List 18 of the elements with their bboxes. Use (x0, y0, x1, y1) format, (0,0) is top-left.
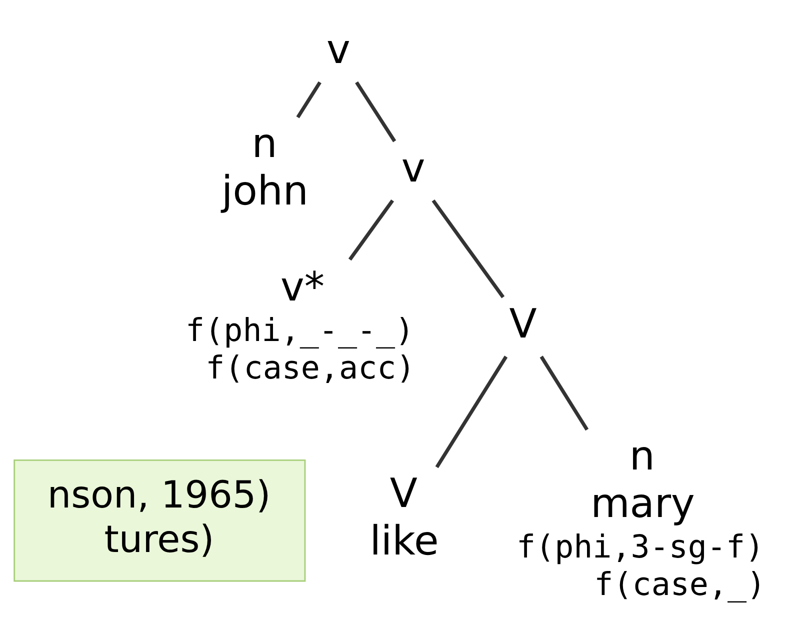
connector (435, 356, 508, 468)
connector (355, 81, 396, 142)
node-text: V like (370, 470, 439, 564)
connector (348, 199, 394, 261)
node-box: nson, 1965) tures) (14, 459, 306, 582)
node-label: f(case,_) (594, 566, 766, 603)
node-text: V (509, 302, 537, 348)
connector (432, 199, 505, 298)
connector (296, 81, 322, 118)
node-text: v (401, 146, 426, 192)
node-text: n john (222, 121, 308, 215)
node-label: f(case,acc) (206, 350, 416, 386)
connector (540, 356, 589, 431)
node-text: v (326, 26, 350, 73)
node-text: v* (280, 264, 324, 310)
node-label: f(phi,3-sg-f) (516, 529, 764, 566)
node-text: n mary (590, 433, 695, 527)
node-label: f(phi,_-_-_) (186, 312, 414, 349)
